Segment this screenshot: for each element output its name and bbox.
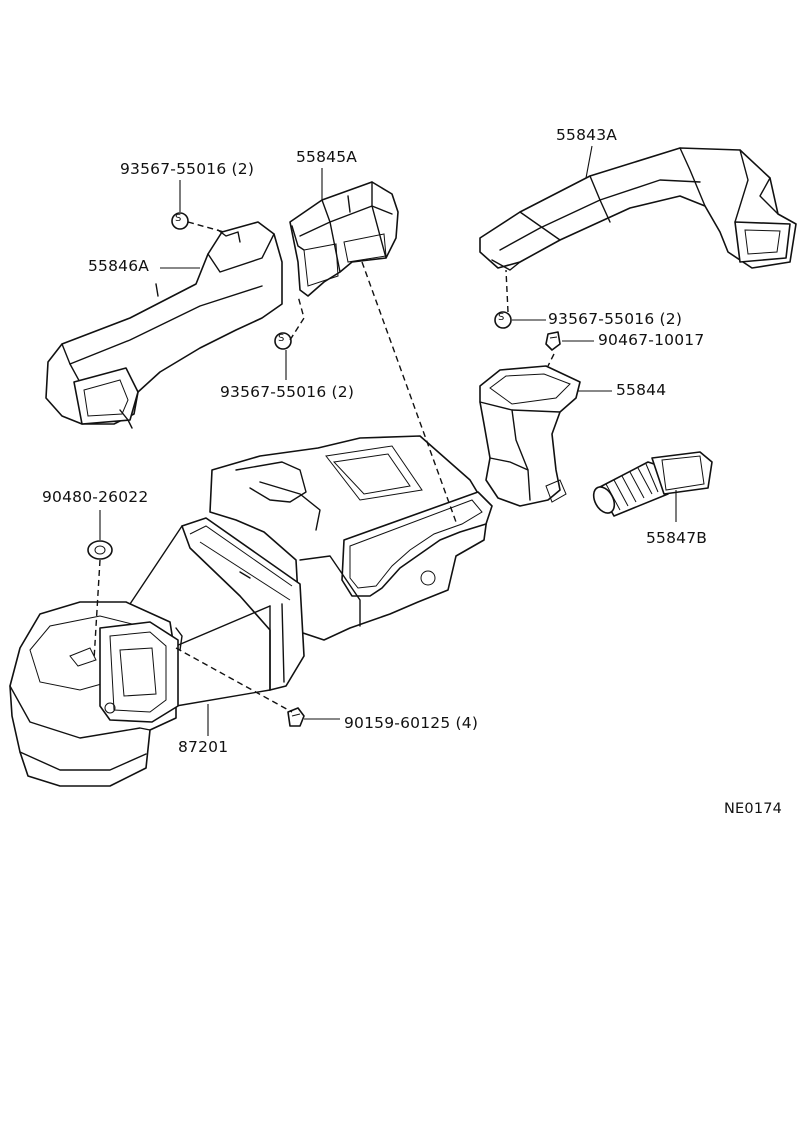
part-label-55844: 55844 xyxy=(616,381,667,399)
duct-55843A-drawing xyxy=(479,147,797,271)
part-label-93567-right: 93567-55016 (2) xyxy=(548,310,683,328)
duct-55845A-drawing xyxy=(289,181,399,297)
screw-marker-symbols xyxy=(171,212,512,350)
duct-55844-drawing xyxy=(479,365,581,507)
part-label-55847B: 55847B xyxy=(646,529,708,547)
unit-87201-drawing xyxy=(9,435,493,787)
assembly-dashed-lines xyxy=(93,221,555,713)
diagram-code-label: NE0174 xyxy=(724,801,783,817)
part-label-90480: 90480-26022 xyxy=(42,488,149,506)
duct-55846A-drawing xyxy=(45,221,283,429)
part-label-55846A: 55846A xyxy=(88,257,150,275)
label-leader-lines xyxy=(99,145,677,736)
grommet-90480-drawing xyxy=(87,540,113,560)
part-label-93567-mid: 93567-55016 (2) xyxy=(220,383,355,401)
screw-marker-s-3: S xyxy=(498,312,505,323)
part-label-90159: 90159-60125 (4) xyxy=(344,714,479,732)
part-label-87201: 87201 xyxy=(178,738,229,756)
screw-90159-drawing xyxy=(287,707,305,727)
part-label-93567-top: 93567-55016 (2) xyxy=(120,160,255,178)
clip-90467-drawing xyxy=(545,331,561,351)
hose-55847B-drawing xyxy=(592,451,713,517)
part-label-55845A: 55845A xyxy=(296,148,358,166)
screw-marker-s-1: S xyxy=(175,213,182,224)
screw-marker-s-2: S xyxy=(278,333,285,344)
part-label-55843A: 55843A xyxy=(556,126,618,144)
part-label-90467: 90467-10017 xyxy=(598,331,705,349)
